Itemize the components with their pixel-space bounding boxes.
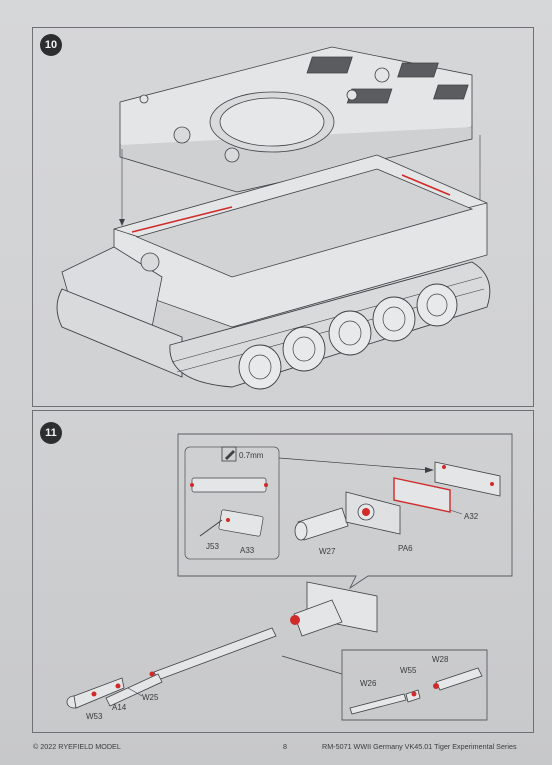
footer-page-number: 8 [283, 742, 287, 751]
part-label-a33: A33 [240, 546, 255, 555]
road-wheel [416, 283, 458, 327]
part-label-j53: J53 [206, 542, 219, 551]
step-10-panel [32, 27, 534, 407]
part-label-w25: W25 [142, 693, 159, 702]
pe-callout [184, 446, 280, 560]
road-wheel [328, 310, 372, 356]
footer-copyright: © 2022 RYEFIELD MODEL [33, 742, 121, 751]
lower-callout [341, 649, 488, 721]
part-w26 [349, 693, 407, 715]
step-11-illustration: 0.7mm J53 A33 W27 PA6 [66, 433, 513, 721]
step-10-illustration [56, 46, 491, 390]
upper-callout [177, 433, 513, 590]
part-label-w28: W28 [432, 655, 449, 664]
part-w28 [435, 667, 483, 691]
track-left [56, 288, 183, 378]
step-11-badge: 11 [40, 422, 62, 444]
part-label-a14: A14 [112, 703, 127, 712]
part-label-a32: A32 [464, 512, 479, 521]
part-label-w55: W55 [400, 666, 417, 675]
gun-barrel [153, 627, 277, 681]
part-label-w27: W27 [319, 547, 336, 556]
part-label-w26: W26 [360, 679, 377, 688]
footer-product-name: RM-5071 WWII Germany VK45.01 Tiger Exper… [322, 742, 517, 751]
road-wheel [282, 326, 326, 372]
step-11-panel [32, 410, 534, 733]
part-label-pa6: PA6 [398, 544, 413, 553]
glue-edge [131, 206, 233, 233]
road-wheel [372, 296, 416, 342]
glue-edge [401, 174, 451, 196]
pencil-icon [221, 446, 237, 462]
road-wheel [238, 344, 282, 390]
step-10-badge: 10 [40, 34, 62, 56]
part-label-w53: W53 [86, 712, 103, 721]
thickness-label: 0.7mm [239, 451, 264, 460]
